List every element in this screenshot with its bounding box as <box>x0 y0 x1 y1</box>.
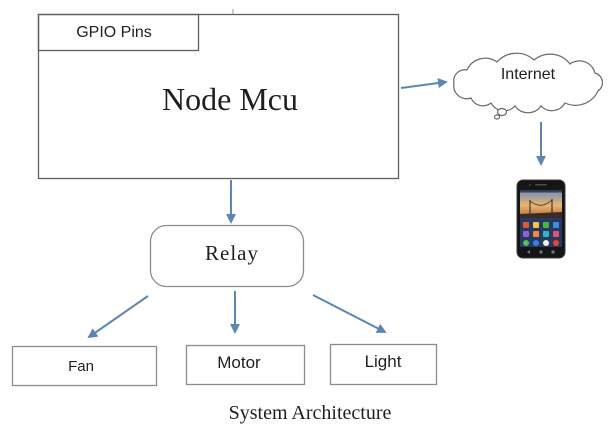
app-icon <box>543 222 549 228</box>
app-icon <box>523 222 529 228</box>
light-block: Light <box>329 343 438 386</box>
relay-label: Relay <box>205 241 259 265</box>
app-icon <box>533 222 539 228</box>
app-icon <box>543 231 549 237</box>
phone-nav-bar <box>527 250 555 254</box>
back-icon <box>527 250 530 254</box>
recents-icon <box>551 250 555 254</box>
relay-block: Relay <box>149 224 305 288</box>
fan-label: Fan <box>68 358 94 375</box>
bridge-towers <box>529 199 553 214</box>
app-icon <box>553 222 559 228</box>
app-icon <box>523 231 529 237</box>
phone-status-bar <box>520 190 562 193</box>
nodemcu-block: GPIO Pins Node Mcu <box>37 13 400 180</box>
home-icon <box>539 250 543 254</box>
dock-icon <box>543 240 549 246</box>
bridge-cable <box>529 199 553 206</box>
dock-icon <box>523 240 529 246</box>
smartphone-icon <box>516 179 566 259</box>
motor-box <box>185 344 306 386</box>
arrow-relay-to-light <box>312 294 387 333</box>
fan-block: Fan <box>11 345 158 387</box>
cloud-tail-bubble-small <box>493 114 501 120</box>
motor-label: Motor <box>217 353 261 372</box>
gpio-pins-box <box>37 13 200 52</box>
phone-camera <box>528 183 532 187</box>
gpio-pins-label: GPIO Pins <box>76 24 152 41</box>
motor-block: Motor <box>185 344 306 386</box>
internet-cloud: Internet <box>453 52 604 120</box>
fan-box <box>11 345 158 387</box>
light-label: Light <box>365 352 402 371</box>
arrow-nodemcu-to-internet <box>400 78 448 89</box>
dock-icon <box>533 240 539 246</box>
nodemcu-label: Node Mcu <box>162 81 298 117</box>
app-icon <box>533 231 539 237</box>
cloud-tail-bubble <box>496 107 508 117</box>
dock-icon <box>553 240 559 246</box>
phone-speaker <box>535 184 547 186</box>
cloud-icon <box>453 52 604 114</box>
arrow-relay-to-fan <box>87 295 149 339</box>
internet-label: Internet <box>501 66 556 83</box>
diagram-caption: System Architecture <box>229 402 392 424</box>
relay-box <box>149 224 305 288</box>
app-icon <box>553 231 559 237</box>
nodemcu-box <box>37 13 400 180</box>
app-icon-grid <box>523 222 559 246</box>
light-box <box>329 343 438 386</box>
bridge-deck <box>520 212 562 218</box>
